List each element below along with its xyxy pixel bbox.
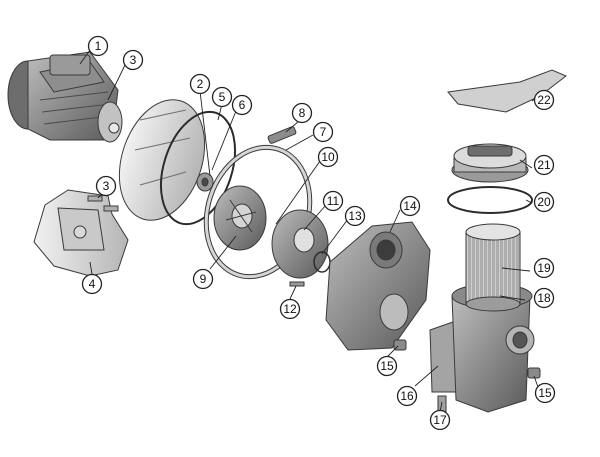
- callout-7: 7: [312, 121, 334, 143]
- diffuser-part: [271, 209, 329, 279]
- svg-text:2: 2: [197, 77, 204, 91]
- svg-text:5: 5: [219, 90, 226, 104]
- callout-16: 16: [396, 385, 418, 407]
- svg-text:10: 10: [321, 150, 335, 164]
- svg-text:15: 15: [538, 386, 552, 400]
- svg-text:21: 21: [537, 158, 551, 172]
- svg-text:7: 7: [320, 125, 327, 139]
- svg-text:13: 13: [348, 209, 362, 223]
- callout-2: 2: [189, 73, 211, 95]
- callout-5: 5: [211, 86, 233, 108]
- callout-13: 13: [344, 205, 366, 227]
- leader-lines: [79, 49, 547, 413]
- callout-4: 4: [81, 273, 103, 295]
- impeller-part: [213, 185, 267, 251]
- svg-text:17: 17: [433, 413, 447, 427]
- callout-20: 20: [533, 191, 555, 213]
- callout-6: 6: [231, 94, 253, 116]
- callout-19: 19: [533, 257, 555, 279]
- mechanical-seal-part: [196, 172, 214, 192]
- motor-foot-part: [33, 189, 129, 277]
- svg-text:15: 15: [380, 359, 394, 373]
- svg-text:3: 3: [130, 53, 137, 67]
- strainer-basket-part: [465, 223, 521, 312]
- svg-text:22: 22: [537, 93, 551, 107]
- callout-3-top: 3: [122, 49, 144, 71]
- svg-text:20: 20: [537, 195, 551, 209]
- callout-18: 18: [533, 287, 555, 309]
- callout-8: 8: [291, 102, 313, 124]
- svg-text:18: 18: [537, 291, 551, 305]
- callout-9: 9: [192, 268, 214, 290]
- svg-text:6: 6: [239, 98, 246, 112]
- svg-text:12: 12: [283, 302, 297, 316]
- drain-plugs-part: [393, 339, 541, 379]
- callout-11: 11: [322, 190, 344, 212]
- callout-10: 10: [317, 146, 339, 168]
- callout-21: 21: [533, 154, 555, 176]
- motor-part: [7, 51, 123, 143]
- svg-text:3: 3: [103, 179, 110, 193]
- lid-wrench-part: [447, 69, 567, 113]
- svg-text:4: 4: [89, 277, 96, 291]
- lid-o-ring-part: [447, 186, 533, 214]
- callout-17: 17: [429, 409, 451, 431]
- callout-15-right: 15: [534, 382, 556, 404]
- svg-text:19: 19: [537, 261, 551, 275]
- svg-text:8: 8: [299, 106, 306, 120]
- svg-text:11: 11: [327, 194, 340, 208]
- svg-text:14: 14: [403, 199, 417, 213]
- svg-text:16: 16: [400, 389, 414, 403]
- callout-12: 12: [279, 298, 301, 320]
- callout-14: 14: [399, 195, 421, 217]
- callout-15-left: 15: [376, 355, 398, 377]
- o-ring-part: [160, 110, 236, 226]
- callout-3-bottom: 3: [95, 175, 117, 197]
- transparent-lid-part: [451, 143, 529, 183]
- clamp-screw-part: [267, 126, 297, 144]
- screws-part: [87, 195, 119, 212]
- diffuser-screw-part: [289, 281, 305, 287]
- pump-body-backplate-part: [325, 221, 431, 351]
- motor-flange-disc-part: [118, 99, 206, 221]
- callout-22: 22: [533, 89, 555, 111]
- callout-1: 1: [87, 35, 109, 57]
- svg-text:9: 9: [200, 272, 207, 286]
- svg-text:1: 1: [95, 39, 102, 53]
